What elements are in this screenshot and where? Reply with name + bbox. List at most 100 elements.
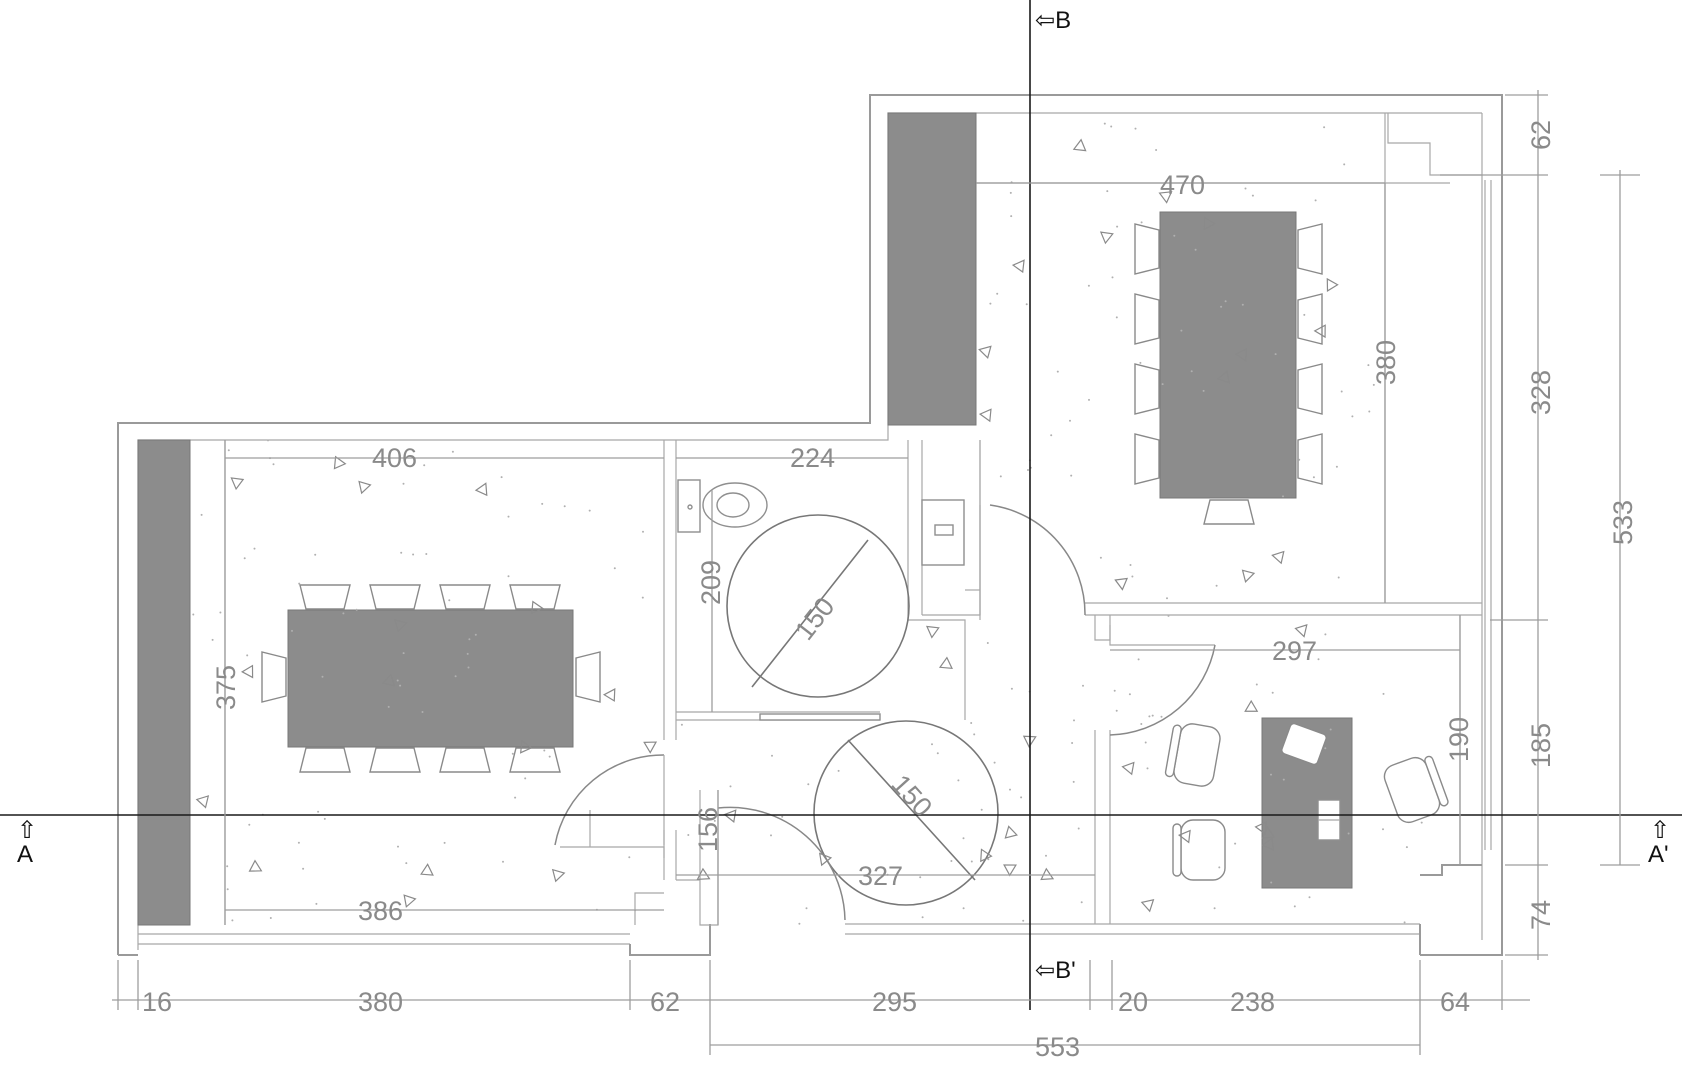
floor-speck [315,902,318,905]
floor-speck [729,785,732,788]
floor-speck [805,907,808,910]
floor-speck [687,834,690,836]
dim-meeting-room-width: 470 [1160,170,1205,200]
floor-speck [1173,234,1176,237]
section-arrow-a-left: ⇧ [17,817,37,844]
floor-aggregate-mark [393,619,408,633]
floor-speck [950,860,953,862]
floor-speck [1027,469,1029,471]
dim-office-height: 190 [1444,717,1474,762]
floor-speck [641,596,644,599]
dim-bottom-238: 238 [1230,987,1275,1017]
floor-aggregate-mark [818,852,833,867]
armchair [1383,755,1449,824]
section-arrow-a-right: ⇧ [1650,817,1670,844]
furniture [137,112,1353,926]
floor-speck [1324,747,1327,750]
floor-speck [680,723,683,726]
floor-speck [192,613,195,616]
floor-aggregate-mark [195,795,210,809]
floor-speck [973,733,976,736]
chair [1203,499,1255,525]
floor-speck [243,557,246,560]
floor-speck [1220,305,1223,308]
floor-speck [807,783,810,786]
floor-speck [999,475,1002,478]
meeting-room-chairs [1134,223,1323,525]
chair [369,584,421,610]
floor-speck [1405,846,1408,849]
floor-speck [1347,832,1350,835]
section-marker-a-right: A' [1648,841,1669,868]
floor-speck [1045,854,1047,857]
floor-aggregate-mark [1234,347,1248,362]
floor-speck [1234,842,1237,845]
floor-speck [269,917,272,919]
floor-speck [1224,300,1227,303]
floor-speck [1335,465,1338,468]
desk-chair [1281,722,1327,766]
floor-speck [1103,122,1106,125]
floor-aggregate-mark [240,664,254,679]
armchair [1172,819,1226,881]
floor-speck [996,292,999,295]
floor-speck [1099,556,1102,559]
floor-speck [1144,741,1147,744]
chair [1297,363,1323,415]
floor-speck [541,502,544,505]
floor-aggregate-mark [248,859,263,872]
floor-aggregate-mark [403,894,417,908]
floor-speck [770,834,772,837]
floor-aggregate-mark [1313,324,1326,339]
floor-speck [1140,723,1143,725]
floor-speck [1368,410,1371,413]
floor-speck [1167,614,1170,617]
floor-aggregate-mark [358,480,372,495]
hall-turning-circle [813,720,999,906]
floor-speck [1270,773,1272,776]
dim-meeting-room-height: 380 [1371,340,1401,385]
floor-speck [1337,576,1340,579]
floor-speck [1213,907,1216,910]
floor-speck [957,779,960,782]
floor-speck [1293,905,1296,908]
floor-speck [298,582,301,585]
floor-speck [443,841,446,844]
floor-speck [1244,187,1247,190]
floor-aggregate-mark [1121,761,1135,776]
floor-speck [1115,316,1118,319]
section-lines: ⇦B ⇦B' ⇧ A ⇧ A' [0,0,1682,1010]
floor-speck [1110,125,1113,128]
floor-speck [1166,597,1168,600]
floor-aggregate-mark [1216,370,1231,384]
floor-speck [1314,199,1317,202]
floor-speck [200,513,203,516]
chair [509,747,561,773]
floor-speck [1050,434,1053,437]
floor-speck [1317,658,1320,661]
floor-aggregate-mark [980,848,993,863]
floor-aggregate-mark [602,688,616,702]
meeting-room-door [989,504,1086,616]
floor-speck [1010,687,1013,690]
floor-speck [1298,458,1301,461]
chair [1134,293,1160,345]
floor-speck [454,675,457,678]
dim-bottom-20: 20 [1118,987,1148,1017]
floor-speck [1080,901,1083,904]
floor-speck [1155,149,1158,151]
chair [1134,363,1160,415]
dim-right-533: 533 [1608,500,1638,545]
floor-speck [980,808,983,811]
section-marker-a-left: A [17,841,33,868]
floor-speck [468,638,471,641]
floor-speck [405,862,408,865]
chair [509,584,561,610]
floor-speck [1009,788,1011,791]
floor-speck [1308,896,1311,899]
chair [299,747,351,773]
floor-speck [1056,370,1059,373]
floor-speck [1160,715,1163,718]
floor-speck [507,575,510,578]
floor-aggregate-mark [230,477,245,491]
